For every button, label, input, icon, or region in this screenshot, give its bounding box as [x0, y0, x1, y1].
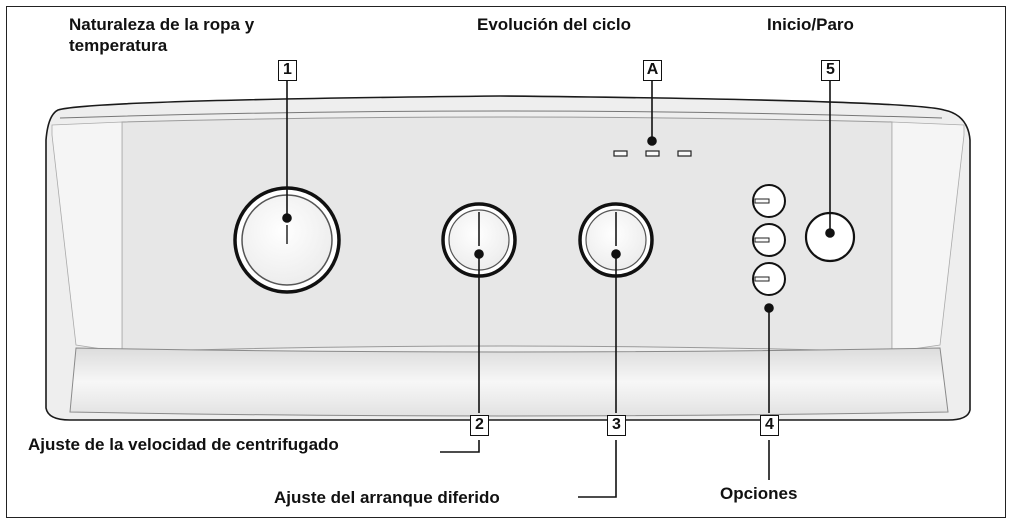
leader-elbow-2: [440, 440, 480, 453]
label-delay-start: Ajuste del arranque diferido: [274, 488, 500, 507]
cycle-led-icon: [677, 150, 692, 157]
spin-speed-knob-icon[interactable]: [441, 202, 517, 278]
option-button-icon[interactable]: [752, 184, 786, 218]
label-cycle-evolution: Evolución del ciclo: [477, 15, 631, 34]
option-button-icon[interactable]: [752, 223, 786, 257]
panel-bottom-band: [69, 347, 949, 417]
leader-elbow-3: [578, 440, 617, 498]
badge-4: 4: [760, 415, 779, 436]
label-spin-speed: Ajuste de la velocidad de centrifugado: [28, 435, 339, 454]
leader-dot-5: [825, 228, 835, 238]
cycle-led-icon: [613, 150, 628, 157]
badge-a: A: [643, 60, 662, 81]
badge-2: 2: [470, 415, 489, 436]
delay-start-knob-icon[interactable]: [578, 202, 654, 278]
leader-dot-2: [474, 249, 484, 259]
leader-dot-4: [764, 303, 774, 313]
panel-top-rim: [59, 110, 943, 119]
program-knob-icon[interactable]: [233, 186, 341, 294]
label-program-temperature: Naturaleza de la ropa y temperatura: [69, 15, 255, 55]
leader-dot-a: [647, 136, 657, 146]
label-start-stop: Inicio/Paro: [767, 15, 854, 34]
leader-dot-1: [282, 213, 292, 223]
label-options: Opciones: [720, 484, 798, 503]
diagram-frame: [6, 6, 1006, 518]
option-button-icon[interactable]: [752, 262, 786, 296]
badge-5: 5: [821, 60, 840, 81]
cycle-led-icon: [645, 150, 660, 157]
badge-3: 3: [607, 415, 626, 436]
leader-dot-3: [611, 249, 621, 259]
badge-1: 1: [278, 60, 297, 81]
